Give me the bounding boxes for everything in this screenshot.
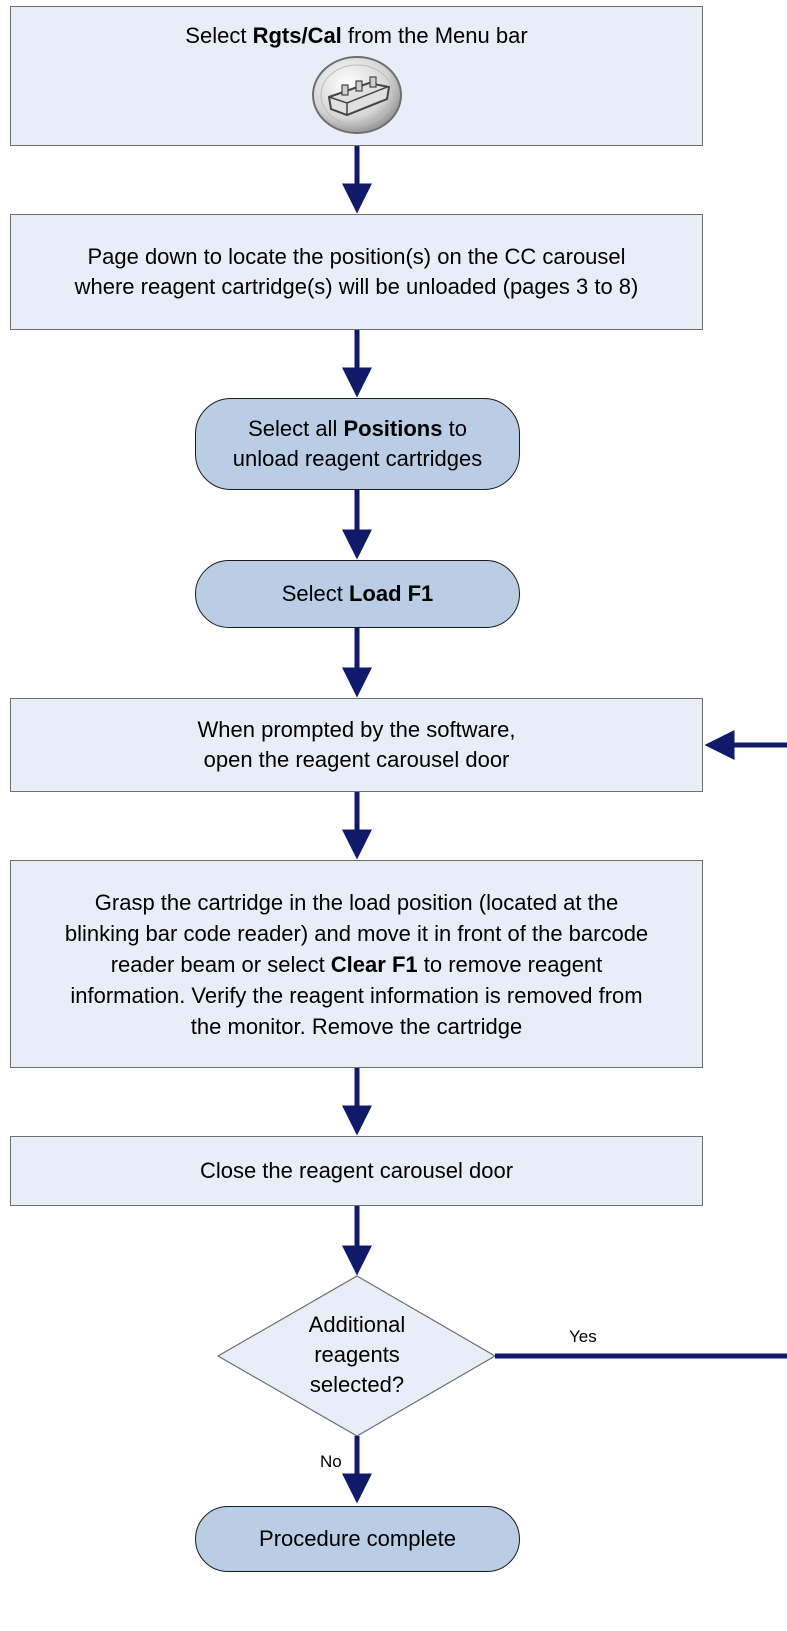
reagent-cartridge-icon <box>309 55 405 143</box>
step-text: Select Rgts/Cal from the Menu bar <box>185 23 528 48</box>
step-procedure-complete: Procedure complete <box>195 1506 520 1572</box>
step-text-line: open the reagent carousel door <box>203 747 510 772</box>
step-close-carousel-door: Close the reagent carousel door <box>10 1136 703 1206</box>
step-text-line: reader beam or select Clear F1 to remove… <box>110 951 603 977</box>
step-text-line: When prompted by the software, <box>197 717 516 742</box>
step-text-line: Page down to locate the position(s) on t… <box>87 244 626 269</box>
step-text-line: blinking bar code reader) and move it in… <box>64 920 649 946</box>
step-text-line: unload reagent cartridges <box>232 446 483 471</box>
step-text-line: Select all Positions to <box>248 416 467 441</box>
step-text-line: Grasp the cartridge in the load position… <box>94 889 619 915</box>
no-label: No <box>320 1452 342 1471</box>
step-open-carousel-door: When prompted by the software, open the … <box>10 698 703 792</box>
decision-text: Additional reagents selected? <box>258 1310 456 1400</box>
step-select-positions: Select all Positions to unload reagent c… <box>195 398 520 490</box>
step-text: Select Load F1 <box>281 581 434 606</box>
step-grasp-cartridge: Grasp the cartridge in the load position… <box>10 860 703 1068</box>
step-text-line: the monitor. Remove the cartridge <box>190 1013 523 1039</box>
step-text: Close the reagent carousel door <box>199 1158 514 1183</box>
step-text-line: where reagent cartridge(s) will be unloa… <box>74 274 639 299</box>
decision-text-line: reagents <box>314 1342 400 1367</box>
step-select-rgts-cal: Select Rgts/Cal from the Menu bar <box>10 6 703 146</box>
decision-text-line: selected? <box>309 1372 405 1397</box>
step-select-load-f1: Select Load F1 <box>195 560 520 628</box>
step-text: Procedure complete <box>259 1526 456 1551</box>
decision-text-line: Additional <box>308 1312 406 1337</box>
yes-label: Yes <box>569 1327 597 1346</box>
yes-loop-connector <box>495 730 787 1359</box>
step-text-line: information. Verify the reagent informat… <box>70 982 643 1008</box>
step-page-down: Page down to locate the position(s) on t… <box>10 214 703 330</box>
